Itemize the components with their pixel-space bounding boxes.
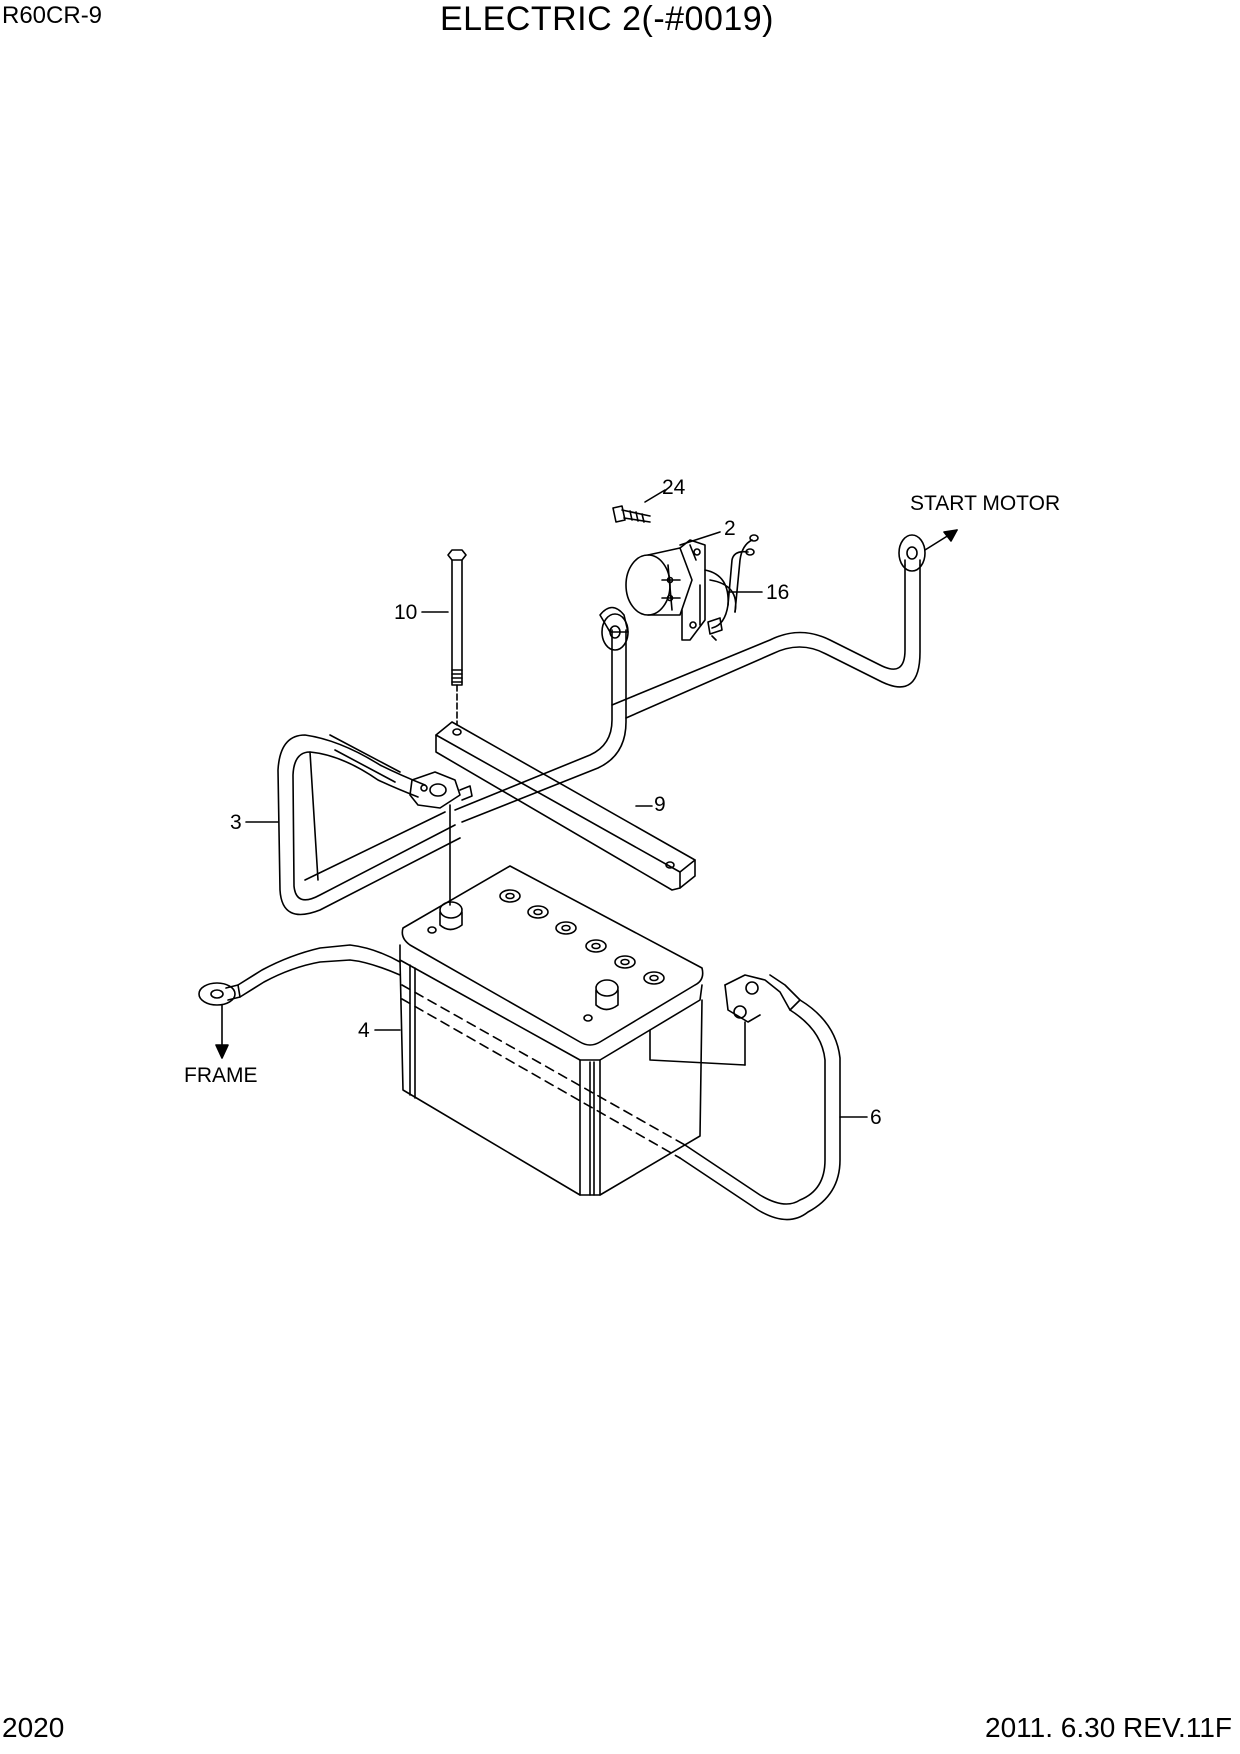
long-bolt-10 (447, 549, 467, 726)
battery-caps (499, 889, 665, 985)
callout-16: 16 (766, 581, 789, 604)
frame-ground-cable (198, 944, 401, 1059)
bolt-24 (612, 505, 651, 523)
relay-assembly (625, 539, 706, 641)
start-motor-arrow (924, 529, 958, 551)
frame-label: FRAME (184, 1064, 258, 1087)
cable-6 (649, 974, 841, 1221)
callout-4: 4 (358, 1019, 370, 1042)
model-code: R60CR-9 (2, 2, 103, 29)
wire-harness-16 (704, 534, 759, 641)
callout-3: 3 (230, 811, 242, 834)
start-motor-label: START MOTOR (910, 492, 1060, 515)
callout-24: 24 (662, 476, 686, 499)
start-motor-cable (454, 534, 926, 823)
hold-down-bar-9 (435, 721, 696, 891)
battery-4 (399, 865, 704, 1196)
callout-10: 10 (394, 601, 417, 624)
page-number: 2020 (2, 1712, 65, 1743)
revision-date: 2011. 6.30 REV.11F (985, 1712, 1232, 1743)
cable-loop-3 (277, 734, 473, 916)
callout-6: 6 (870, 1106, 882, 1129)
leader-lines (245, 489, 868, 1118)
callout-9: 9 (654, 793, 666, 816)
diagram-title: ELECTRIC 2(-#0019) (440, 0, 775, 38)
callout-2: 2 (724, 517, 736, 540)
